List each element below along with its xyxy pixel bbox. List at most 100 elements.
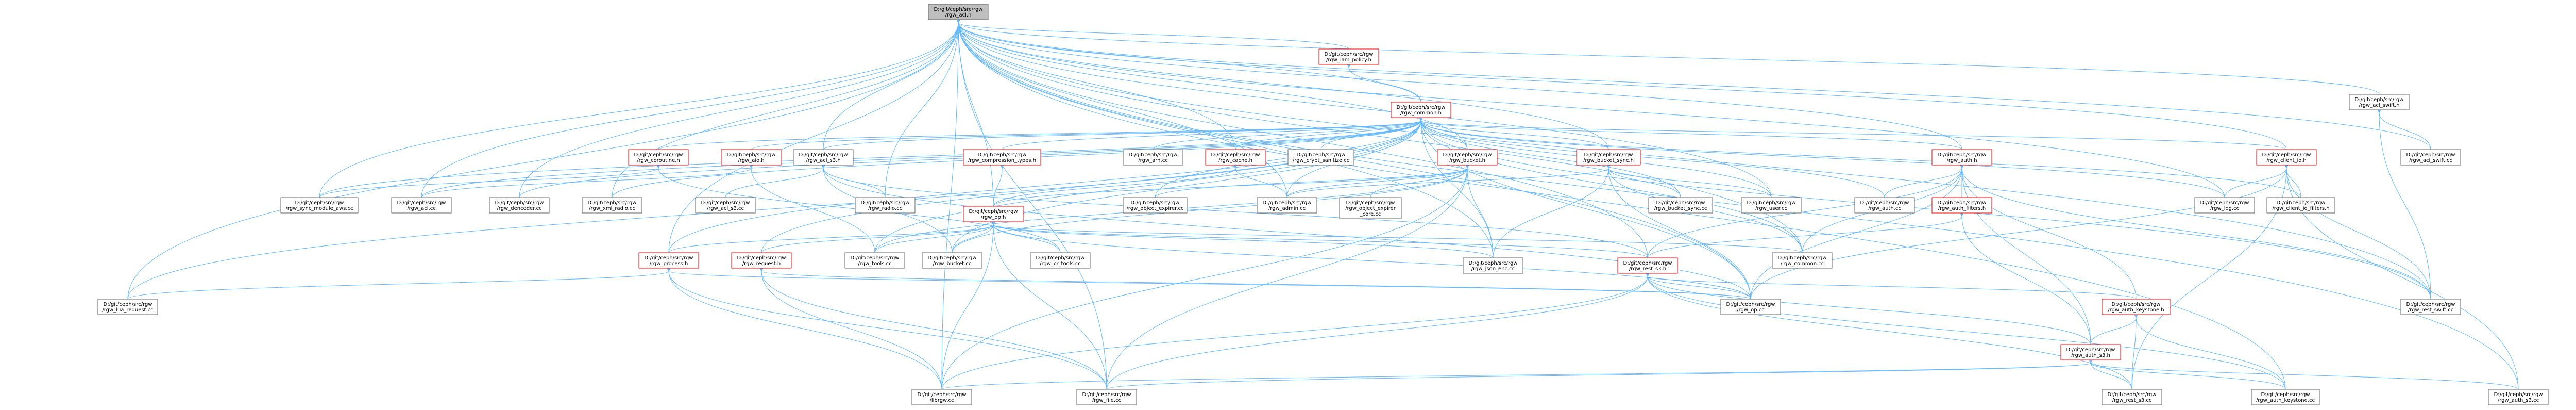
node-rgw-op-h[interactable]: D:/git/ceph/src/rgw/rgw_op.h — [963, 206, 1024, 222]
node-rgw-json-enc-cc[interactable]: D:/git/ceph/src/rgw/rgw_json_enc.cc — [1463, 257, 1523, 274]
node-rgw-coroutine-h[interactable]: D:/git/ceph/src/rgw/rgw_coroutine.h — [628, 149, 689, 166]
node-rgw-file-cc[interactable]: D:/git/ceph/src/rgw/rgw_file.cc — [1076, 389, 1137, 405]
node-box — [1123, 197, 1188, 214]
node-rgw-aio-h[interactable]: D:/git/ceph/src/rgw/rgw_aio.h — [721, 149, 782, 166]
edge-128 — [1646, 273, 2137, 300]
edge-41 — [658, 117, 1423, 150]
node-librgw-cc[interactable]: D:/git/ceph/src/rgw/librgw.cc — [911, 389, 972, 405]
node-rgw-dencoder-cc[interactable]: D:/git/ceph/src/rgw/rgw_dencoder.cc — [489, 197, 550, 214]
node-label: D:/git/ceph/src/rgw — [969, 209, 1018, 215]
node-rgw-auth-filters-h[interactable]: D:/git/ceph/src/rgw/rgw_auth_filters.h — [1931, 197, 1992, 214]
edge-109 — [725, 165, 825, 198]
edge-78 — [1960, 212, 2091, 345]
node-rgw-process-h[interactable]: D:/git/ceph/src/rgw/rgw_process.h — [638, 252, 699, 269]
node-rgw-object-expirer-core-cc[interactable]: D:/git/ceph/src/rgw/rgw_object_expirer_c… — [1339, 197, 1402, 219]
node-label: /rgw_admin.cc — [1268, 206, 1306, 211]
node-rgw-bucket-sync-cc[interactable]: D:/git/ceph/src/rgw/rgw_bucket_sync.cc — [1648, 197, 1713, 214]
node-label: /rgw_sync_module_aws.cc — [286, 206, 353, 211]
node-rgw-bucket-sync-h[interactable]: D:/git/ceph/src/rgw/rgw_bucket_sync.h — [1576, 149, 1641, 166]
node-rgw-cache-h[interactable]: D:/git/ceph/src/rgw/rgw_cache.h — [1205, 149, 1266, 166]
node-rgw-acl-h[interactable]: D:/git/ceph/src/rgw/rgw_acl.h — [928, 4, 989, 20]
node-rgw-cr-tools-cc[interactable]: D:/git/ceph/src/rgw/rgw_cr_tools.cc — [1030, 252, 1091, 269]
node-label: D:/git/ceph/src/rgw — [918, 392, 967, 398]
node-rgw-common-h[interactable]: D:/git/ceph/src/rgw/rgw_common.h — [1391, 102, 1451, 118]
node-label: /rgw_op.cc — [1737, 307, 1764, 313]
node-rgw-object-expirer-cc[interactable]: D:/git/ceph/src/rgw/rgw_object_expirer.c… — [1123, 197, 1188, 214]
node-label: D:/git/ceph/src/rgw — [2262, 152, 2311, 158]
node-label: D:/git/ceph/src/rgw — [737, 255, 786, 261]
edge-30 — [1347, 64, 1421, 103]
node-rgw-tools-cc[interactable]: D:/git/ceph/src/rgw/rgw_tools.cc — [844, 252, 905, 269]
node-rgw-log-cc[interactable]: D:/git/ceph/src/rgw/rgw_log.cc — [2194, 197, 2255, 214]
node-rgw-xml-radio-cc[interactable]: D:/git/ceph/src/rgw/rgw_xml_radio.cc — [582, 197, 642, 214]
edge-15 — [421, 19, 960, 198]
node-rgw-rest-s3-cc[interactable]: D:/git/ceph/src/rgw/rgw_rest_s3.cc — [2102, 389, 2162, 405]
node-box — [2400, 299, 2461, 315]
node-rgw-auth-s3-cc[interactable]: D:/git/ceph/src/rgw/rgw_auth_s3.cc — [2488, 389, 2549, 405]
node-rgw-bucket-h[interactable]: D:/git/ceph/src/rgw/rgw_bucket.h — [1437, 149, 1498, 166]
node-label: D:/git/ceph/src/rgw — [2494, 392, 2543, 398]
node-label: /rgw_bucket_sync.cc — [1654, 206, 1707, 211]
node-rgw-auth-h[interactable]: D:/git/ceph/src/rgw/rgw_auth.h — [1931, 149, 1992, 166]
node-rgw-request-h[interactable]: D:/git/ceph/src/rgw/rgw_request.h — [731, 252, 792, 269]
node-label: D:/git/ceph/src/rgw — [2066, 347, 2115, 353]
node-rgw-auth-keystone-h[interactable]: D:/git/ceph/src/rgw/rgw_auth_keystone.h — [2102, 299, 2171, 315]
node-rgw-sync-module-aws-cc[interactable]: D:/git/ceph/src/rgw/rgw_sync_module_aws.… — [280, 197, 359, 214]
node-rgw-user-cc[interactable]: D:/git/ceph/src/rgw/rgw_user.cc — [1741, 197, 1802, 214]
node-rgw-arn-cc[interactable]: D:/git/ceph/src/rgw/rgw_arn.cc — [1123, 149, 1183, 166]
node-rgw-op-cc[interactable]: D:/git/ceph/src/rgw/rgw_op.cc — [1720, 299, 1781, 315]
node-rgw-acl-cc[interactable]: D:/git/ceph/src/rgw/rgw_acl.cc — [391, 197, 452, 214]
node-rgw-rest-swift-cc[interactable]: D:/git/ceph/src/rgw/rgw_rest_swift.cc — [2400, 299, 2461, 315]
edge-137 — [2089, 359, 2132, 390]
node-rgw-auth-s3-h[interactable]: D:/git/ceph/src/rgw/rgw_auth_s3.h — [2060, 344, 2121, 360]
edge-122 — [759, 268, 942, 390]
node-rgw-compression-types-h[interactable]: D:/git/ceph/src/rgw/rgw_compression_type… — [963, 149, 1041, 166]
node-rgw-acl-s3-h[interactable]: D:/git/ceph/src/rgw/rgw_acl_s3.h — [793, 149, 854, 166]
edge-2 — [956, 19, 2380, 95]
edge-27 — [956, 19, 1494, 258]
node-rgw-acl-s3-cc[interactable]: D:/git/ceph/src/rgw/rgw_acl_s3.cc — [695, 197, 756, 214]
edge-31 — [1419, 117, 2287, 150]
node-label: /rgw_aio.h — [738, 158, 764, 163]
edge-6 — [956, 19, 1962, 150]
node-label: /rgw_coroutine.h — [637, 158, 680, 163]
node-label: D:/git/ceph/src/rgw — [1938, 152, 1987, 158]
node-box — [1720, 299, 1781, 315]
edge-71 — [1884, 165, 1964, 198]
node-label: D:/git/ceph/src/rgw — [1656, 200, 1705, 206]
node-rgw-rest-s3-h[interactable]: D:/git/ceph/src/rgw/rgw_rest_s3.h — [1617, 257, 1678, 274]
edge-14 — [319, 19, 960, 198]
node-label: D:/git/ceph/src/rgw — [1129, 152, 1178, 158]
node-box — [721, 149, 782, 166]
node-label: /rgw_crypt_sanitize.cc — [1293, 158, 1349, 163]
node-label: /rgw_object_expirer — [1345, 206, 1396, 211]
node-rgw-common-cc[interactable]: D:/git/ceph/src/rgw/rgw_common.cc — [1772, 252, 1833, 269]
node-rgw-auth-keystone-cc[interactable]: D:/git/ceph/src/rgw/rgw_auth_keystone.cc — [2251, 389, 2320, 405]
node-rgw-admin-cc[interactable]: D:/git/ceph/src/rgw/rgw_admin.cc — [1257, 197, 1317, 214]
node-label: /rgw_iam_policy.h — [1326, 57, 1371, 63]
edge-108 — [991, 221, 1107, 390]
node-label: D:/git/ceph/src/rgw — [1211, 152, 1260, 158]
node-rgw-auth-cc[interactable]: D:/git/ceph/src/rgw/rgw_auth.cc — [1854, 197, 1915, 214]
node-box — [280, 197, 359, 214]
node-rgw-client-io-filters-h[interactable]: D:/git/ceph/src/rgw/rgw_client_io_filter… — [2266, 197, 2335, 214]
edge-40 — [751, 117, 1423, 150]
edge-98 — [668, 221, 995, 253]
node-rgw-iam-policy-h[interactable]: D:/git/ceph/src/rgw/rgw_iam_policy.h — [1318, 48, 1379, 65]
node-label: /rgw_cache.h — [1218, 158, 1252, 163]
node-label: /rgw_acl.h — [945, 12, 972, 18]
node-rgw-crypt-sanitize-cc[interactable]: D:/git/ceph/src/rgw/rgw_crypt_sanitize.c… — [1287, 149, 1354, 166]
node-box — [2349, 94, 2410, 110]
node-rgw-acl-swift-h[interactable]: D:/git/ceph/src/rgw/rgw_acl_swift.h — [2349, 94, 2410, 110]
node-rgw-client-io-h[interactable]: D:/git/ceph/src/rgw/rgw_client_io.h — [2256, 149, 2317, 166]
node-label: /rgw_auth.h — [1946, 158, 1977, 163]
node-label: D:/git/ceph/src/rgw — [1778, 255, 1827, 261]
node-rgw-bucket-cc[interactable]: D:/git/ceph/src/rgw/rgw_bucket.cc — [922, 252, 982, 269]
node-label: /rgw_op.h — [981, 215, 1006, 220]
node-rgw-acl-swift-cc[interactable]: D:/git/ceph/src/rgw/rgw_acl_swift.cc — [2400, 149, 2461, 166]
edge-87 — [1286, 165, 1469, 198]
node-rgw-lua-request-cc[interactable]: D:/git/ceph/src/rgw/rgw_lua_request.cc — [97, 299, 158, 315]
node-label: D:/git/ceph/src/rgw — [978, 152, 1027, 158]
node-rgw-radio-cc[interactable]: D:/git/ceph/src/rgw/rgw_radio.cc — [855, 197, 916, 214]
edge-110 — [821, 165, 886, 198]
